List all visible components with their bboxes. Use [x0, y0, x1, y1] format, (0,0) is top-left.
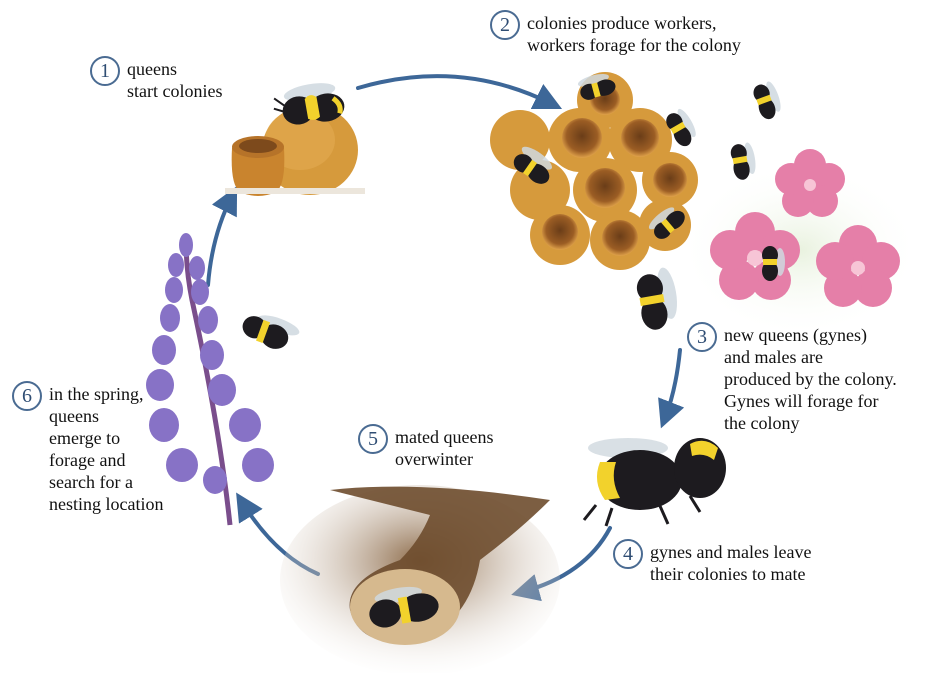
burrow-icon [280, 485, 560, 673]
step-5-text: mated queens overwinter [395, 426, 493, 470]
step-number-1: 1 [90, 56, 120, 86]
lupine-flower-icon [146, 233, 302, 525]
arrow-2-to-3 [665, 350, 680, 418]
mating-bees-icon [584, 438, 726, 526]
step-1-text: queens start colonies [127, 58, 222, 102]
arrow-6-to-1 [208, 196, 232, 285]
step-5: 5 mated queens overwinter [358, 424, 493, 470]
step-number-5: 5 [358, 424, 388, 454]
step-1: 1 queens start colonies [90, 56, 222, 102]
step-4-text: gynes and males leave their colonies to … [650, 541, 811, 585]
step-number-2: 2 [490, 10, 520, 40]
arrow-1-to-2 [358, 76, 552, 104]
step-number-4: 4 [613, 539, 643, 569]
step-2: 2 colonies produce workers, workers fora… [490, 10, 741, 56]
step-3: 3 new queens (gynes) and males are produ… [687, 322, 897, 434]
step-number-3: 3 [687, 322, 717, 352]
step-3-text: new queens (gynes) and males are produce… [724, 324, 897, 434]
step-number-6: 6 [12, 381, 42, 411]
step-6-text: in the spring, queens emerge to forage a… [49, 383, 163, 515]
step-6: 6 in the spring, queens emerge to forage… [12, 381, 163, 515]
step-2-text: colonies produce workers, workers forage… [527, 12, 741, 56]
step-4: 4 gynes and males leave their colonies t… [613, 539, 811, 585]
pink-flower-icon [690, 149, 910, 330]
